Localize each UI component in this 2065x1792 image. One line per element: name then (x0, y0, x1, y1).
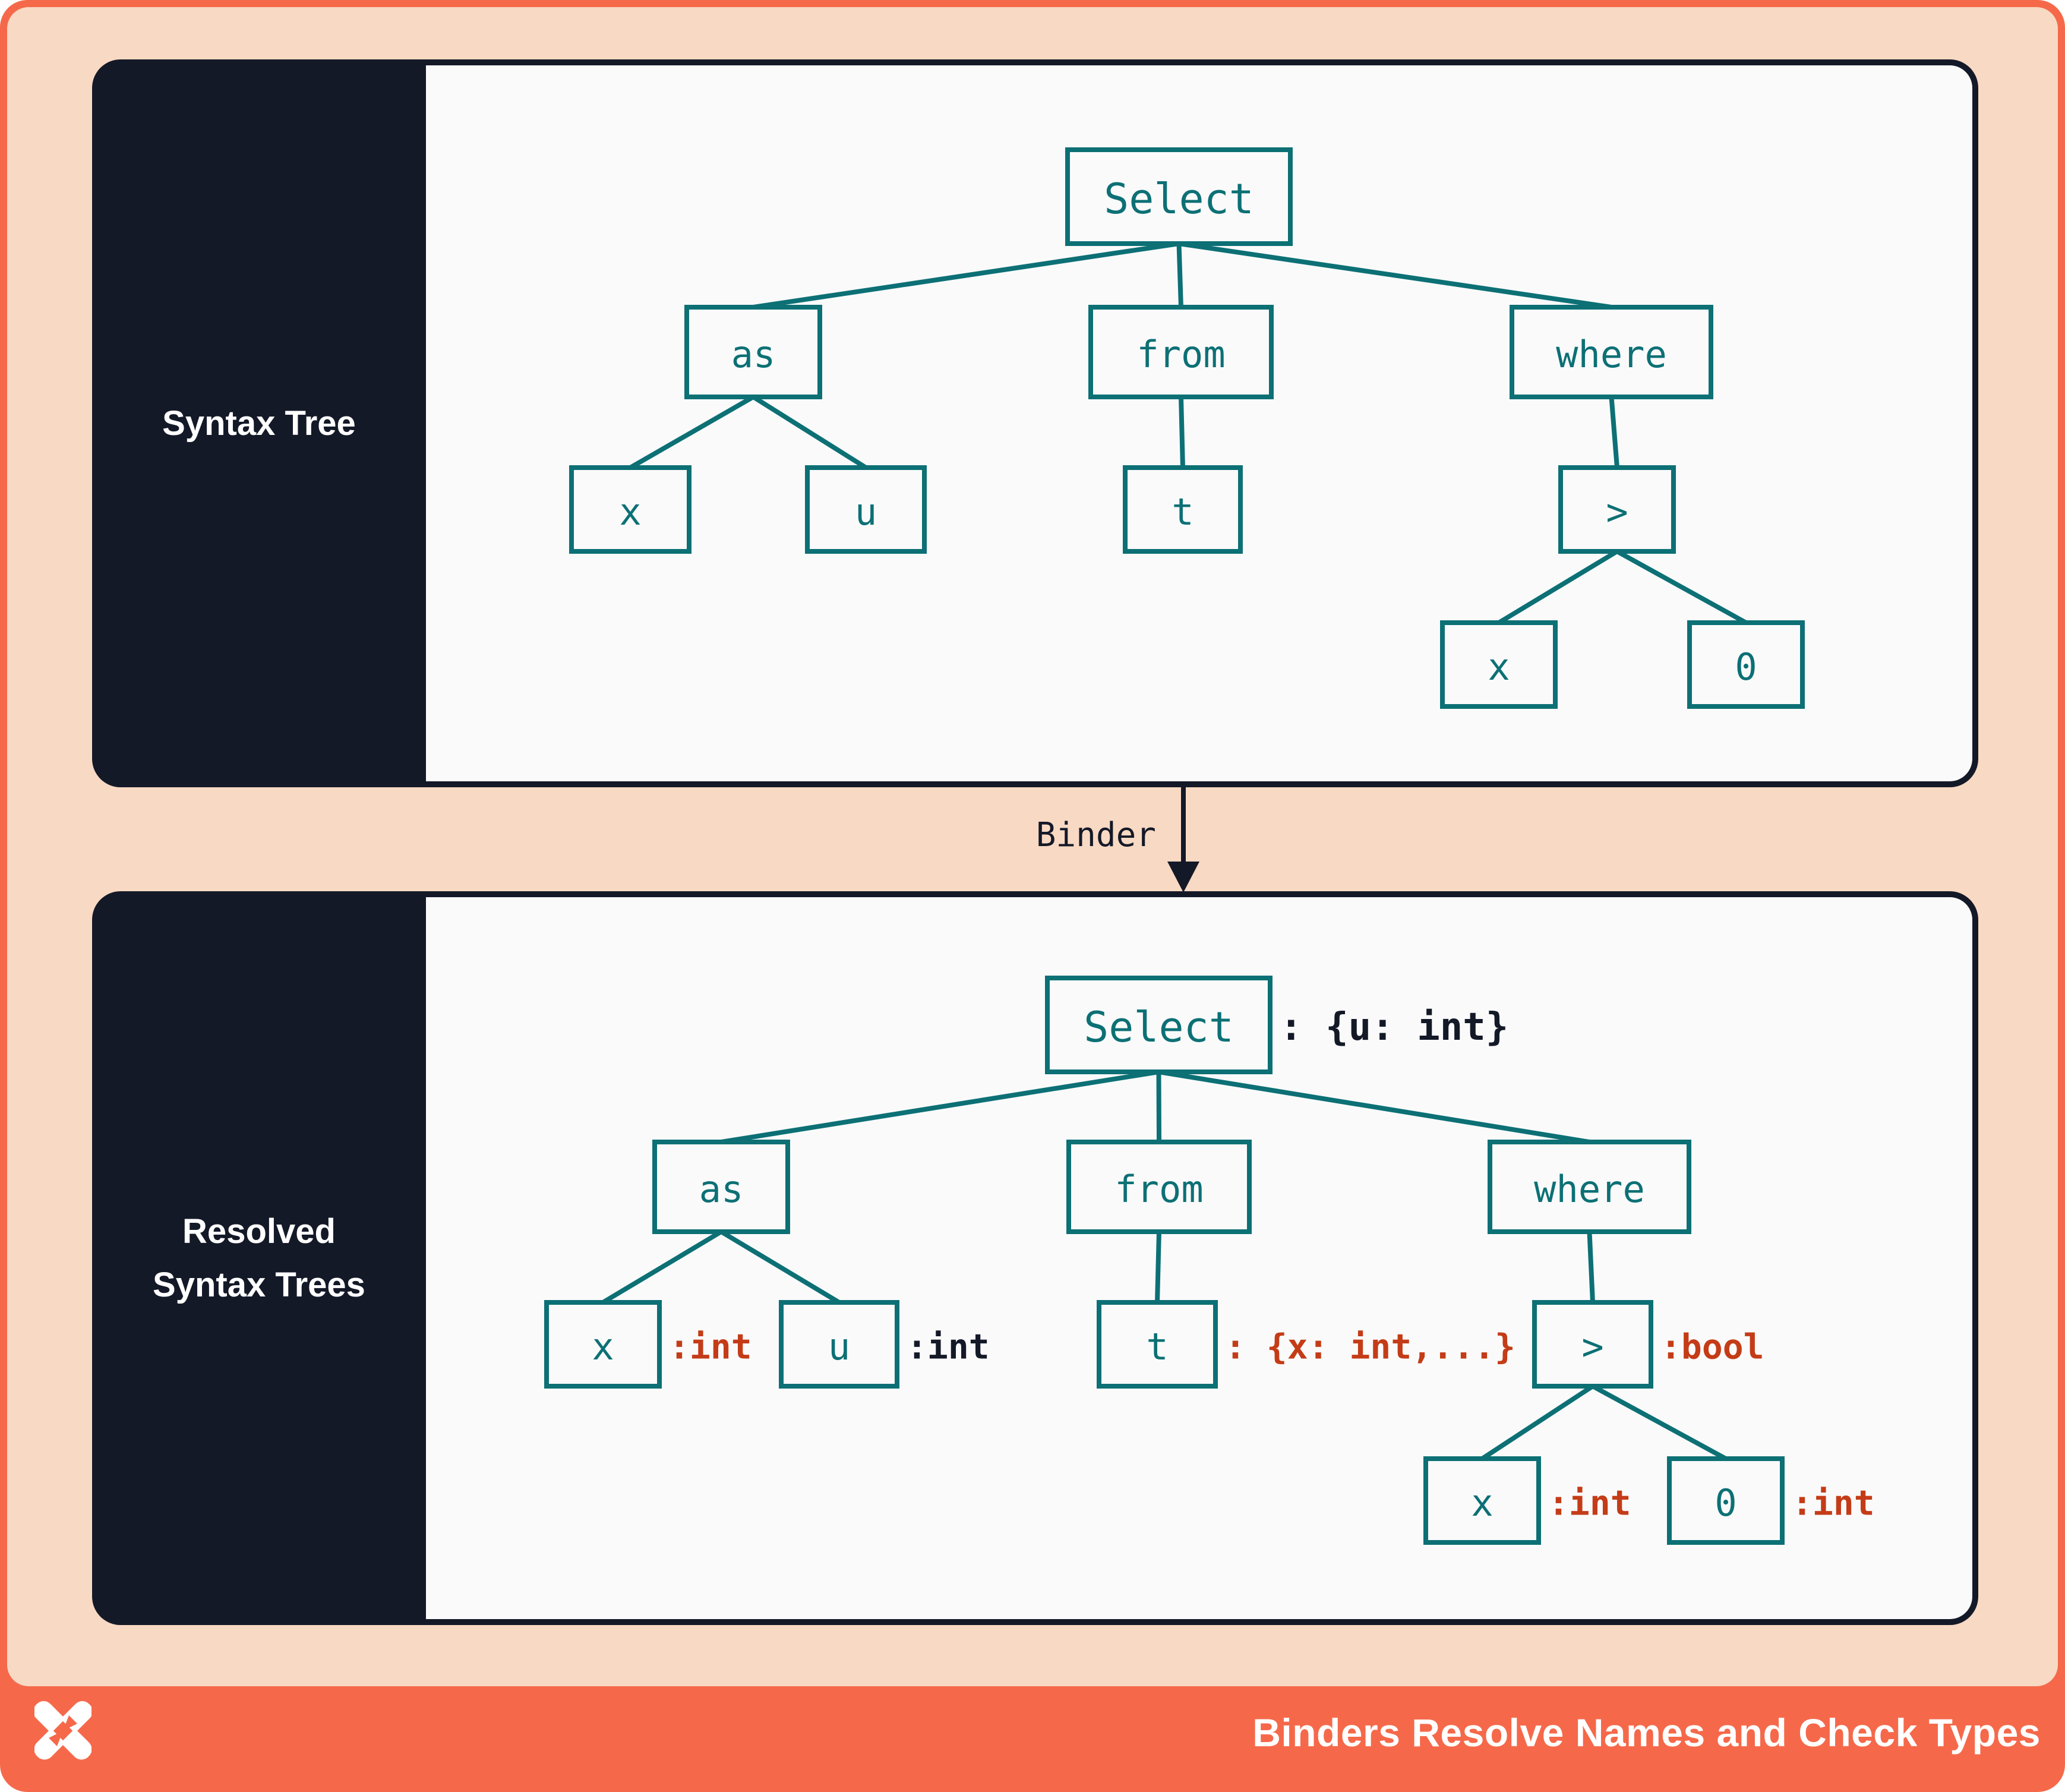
tree-node-t-type-annotation: : {x: int,...} (1225, 1327, 1515, 1367)
syntax-tree-panel: Syntax Tree Select as from where x u t > x 0 (92, 59, 1978, 787)
tree-node-x2-label: x (1471, 1481, 1493, 1525)
tree-node-x1-box (569, 465, 692, 554)
tree-node-x1-type-annotation: :int (669, 1327, 752, 1367)
tree-edge-gt-zero (1616, 549, 1747, 625)
tree-edge-select-as (721, 1069, 1160, 1144)
tree-edge-as-u (752, 395, 867, 470)
tree-node-gt-type-annotation: :bool (1660, 1327, 1764, 1367)
tree-node-from-label: from (1114, 1168, 1203, 1211)
tree-edge-as-x1 (629, 395, 754, 470)
tree-node-from-box (1066, 1140, 1252, 1234)
binder-label: Binder (1035, 816, 1156, 854)
tree-node-x1-label: x (592, 1325, 614, 1368)
tree-node-zero-box (1687, 620, 1805, 709)
tree-node-zero-box (1667, 1456, 1785, 1545)
tree-node-x1-box (544, 1300, 662, 1389)
tree-node-as-label: as (731, 333, 776, 376)
binder-arrow-icon (1167, 787, 1199, 892)
tree-edge-gt-x2 (1480, 1384, 1594, 1461)
tree-node-as-label: as (699, 1168, 744, 1211)
tree-edge-select-from (1156, 1071, 1161, 1143)
tree-node-gt-label: > (1606, 490, 1628, 534)
syntax-tree-canvas: Select as from where x u t > x 0 (426, 65, 1972, 781)
tree-node-u-label: u (828, 1325, 850, 1368)
syntax-tree-panel-label: Syntax Tree (92, 59, 426, 787)
footer-title: Binders Resolve Names and Check Types (1252, 1711, 2041, 1755)
tree-node-t-box (1123, 465, 1243, 554)
tree-node-u-box (779, 1300, 899, 1389)
tree-node-gt-label: > (1581, 1325, 1603, 1368)
tree-node-u-box (805, 465, 927, 554)
tree-node-u-type-annotation: :int (907, 1327, 990, 1367)
tree-node-where-label: where (1556, 333, 1667, 376)
brand-x-logo-icon (34, 1701, 91, 1760)
tree-node-as-box (652, 1140, 790, 1234)
tree-node-zero-label: 0 (1714, 1481, 1736, 1525)
tree-node-select-label: Select (1084, 1003, 1234, 1052)
tree-node-gt-box (1558, 465, 1676, 554)
syntax-tree-diagram: Select as from where x u t > x 0 (569, 147, 1805, 709)
panel-label-line: Syntax Tree (162, 403, 356, 443)
resolved-syntax-trees-canvas: Select : {u: int} as from where x :int u :int t : … (426, 897, 1972, 1619)
tree-edge-select-from (1176, 243, 1183, 308)
panel-label-line: Syntax Trees (153, 1265, 365, 1304)
tree-edge-from-t (1179, 396, 1185, 468)
tree-edge-from-t (1155, 1231, 1161, 1303)
tree-edge-gt-x2 (1497, 549, 1619, 625)
tree-node-select-label: Select (1104, 175, 1254, 223)
tree-edge-where-gt (1587, 1231, 1595, 1303)
resolved-syntax-trees-diagram: Select : {u: int} as from where x :int u :int t : … (544, 976, 1875, 1545)
tree-node-u-label: u (855, 490, 877, 534)
tree-node-zero-type-annotation: :int (1792, 1483, 1875, 1523)
tree-node-t-box (1097, 1300, 1218, 1389)
tree-node-where-box (1488, 1140, 1691, 1234)
tree-node-t-label: t (1172, 490, 1193, 534)
tree-node-x2-label: x (1488, 645, 1510, 689)
tree-node-select-type-annotation: : {u: int} (1280, 1005, 1508, 1049)
tree-node-t-label: t (1146, 1325, 1168, 1368)
tree-node-select-box (1045, 976, 1273, 1074)
tree-edge-as-u (719, 1229, 841, 1305)
tree-edge-where-gt (1609, 396, 1619, 468)
panel-label-line: Resolved (182, 1212, 336, 1251)
tree-node-where-box (1510, 305, 1713, 399)
tree-edge-select-as (753, 241, 1180, 310)
tree-node-x2-box (1423, 1456, 1541, 1545)
tree-node-x2-type-annotation: :int (1548, 1483, 1631, 1523)
tree-node-gt-box (1532, 1300, 1653, 1389)
tree-edge-gt-zero (1592, 1384, 1727, 1461)
tree-edge-select-where (1158, 1069, 1590, 1144)
tree-node-select-box (1065, 147, 1293, 246)
tree-node-zero-label: 0 (1735, 645, 1757, 689)
tree-node-as-box (684, 305, 822, 399)
tree-node-from-label: from (1136, 333, 1225, 376)
tree-node-where-label: where (1534, 1168, 1645, 1211)
tree-edge-as-x1 (601, 1229, 723, 1305)
tree-edge-select-where (1178, 241, 1612, 310)
tree-node-x1-label: x (619, 490, 641, 534)
tree-node-from-box (1088, 305, 1274, 399)
tree-node-x2-box (1440, 620, 1558, 709)
